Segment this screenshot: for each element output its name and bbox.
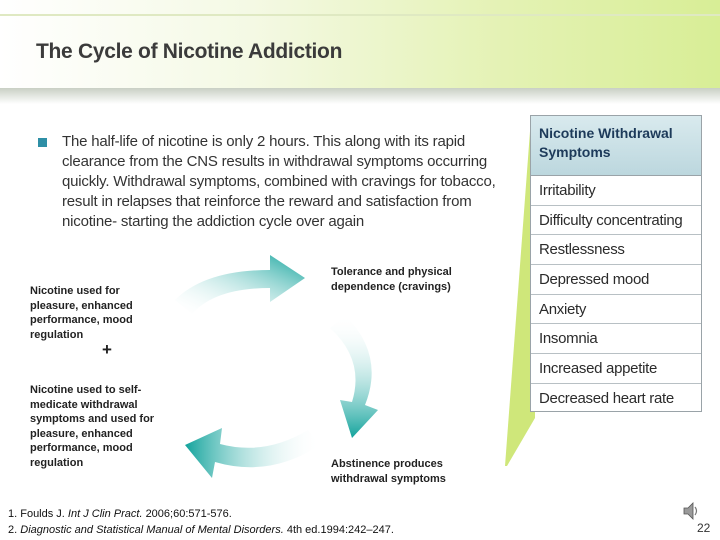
reference-1-journal: Int J Clin Pract. bbox=[67, 508, 143, 520]
reference-1-author: 1. Foulds J. bbox=[8, 508, 65, 520]
symptom-row: Increased appetite bbox=[531, 354, 701, 384]
header-divider bbox=[0, 14, 720, 16]
cycle-label-tolerance: Tolerance and physical dependence (cravi… bbox=[331, 266, 452, 293]
reference-2-number: 2. bbox=[8, 524, 18, 536]
cycle-arrow-right bbox=[330, 315, 378, 438]
symptom-row: Restlessness bbox=[531, 235, 701, 266]
header-shadow bbox=[0, 88, 720, 104]
reference-1: 1. Foulds J. Int J Clin Pract. 2006;60:5… bbox=[8, 506, 394, 522]
symptom-row: Difficulty concentrating bbox=[531, 206, 701, 236]
reference-2-title: Diagnostic and Statistical Manual of Men… bbox=[20, 524, 284, 536]
cycle-label-plus: + bbox=[102, 340, 112, 359]
symptom-row: Insomnia bbox=[531, 324, 701, 355]
symptom-row: Depressed mood bbox=[531, 265, 701, 295]
cycle-arrow-top bbox=[175, 255, 305, 314]
bullet-marker bbox=[38, 138, 47, 147]
addiction-cycle-diagram bbox=[175, 255, 378, 478]
withdrawal-table-header: Nicotine Withdrawal Symptoms bbox=[531, 116, 701, 176]
cycle-arrow-bottom bbox=[185, 428, 320, 478]
withdrawal-symptoms-table: Nicotine Withdrawal Symptoms Irritabilit… bbox=[530, 115, 702, 412]
bullet-text: The half-life of nicotine is only 2 hour… bbox=[62, 133, 496, 230]
references: 1. Foulds J. Int J Clin Pract. 2006;60:5… bbox=[8, 506, 394, 538]
symptom-row: Decreased heart rate bbox=[539, 389, 674, 407]
slide-title: The Cycle of Nicotine Addiction bbox=[36, 40, 343, 63]
page-number: 22 bbox=[697, 521, 711, 535]
symptom-row: Anxiety bbox=[531, 295, 701, 325]
reference-2: 2. Diagnostic and Statistical Manual of … bbox=[8, 522, 394, 538]
cycle-label-self-medicate: Nicotine used to self-medicate withdrawa… bbox=[30, 384, 155, 469]
speaker-icon[interactable] bbox=[683, 502, 699, 520]
panel-slant-accent bbox=[505, 118, 535, 466]
reference-2-details: 4th ed.1994:242–247. bbox=[286, 524, 394, 536]
cycle-label-pleasure: Nicotine used for pleasure, enhanced per… bbox=[30, 285, 133, 341]
cycle-label-abstinence: Abstinence produces withdrawal symptoms bbox=[331, 458, 446, 485]
reference-1-details: 2006;60:571-576. bbox=[145, 508, 232, 520]
symptom-row: Irritability bbox=[531, 176, 701, 206]
